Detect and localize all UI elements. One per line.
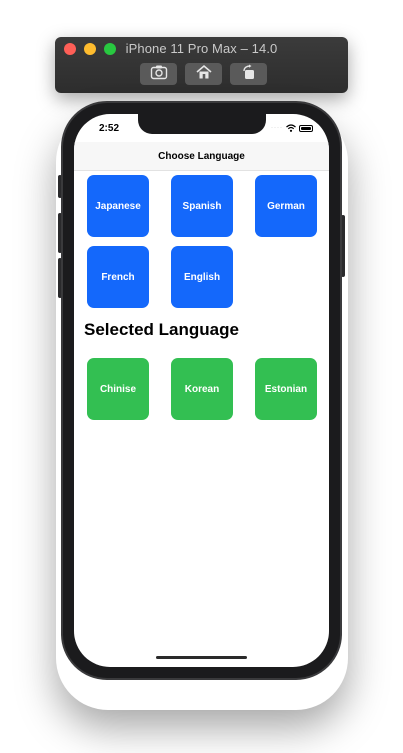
battery-icon xyxy=(299,124,313,132)
nav-title: Choose Language xyxy=(158,150,245,162)
notch xyxy=(138,114,266,134)
phone-screen: 2:52 ···· Choose Language Japanese Spani… xyxy=(74,114,329,667)
simulator-window-bar: iPhone 11 Pro Max – 14.0 xyxy=(55,37,348,93)
status-time: 2:52 xyxy=(99,123,120,134)
navigation-bar: Choose Language xyxy=(74,142,329,171)
status-icons: ···· xyxy=(271,124,313,132)
zoom-window-button[interactable] xyxy=(104,43,116,55)
mute-switch xyxy=(58,175,62,198)
volume-up-button xyxy=(58,213,62,253)
close-window-button[interactable] xyxy=(64,43,76,55)
home-indicator[interactable] xyxy=(156,656,247,659)
screenshot-button[interactable] xyxy=(140,63,177,85)
minimize-window-button[interactable] xyxy=(84,43,96,55)
rotate-icon xyxy=(240,64,258,85)
home-button[interactable] xyxy=(185,63,222,85)
volume-down-button xyxy=(58,258,62,298)
selected-tile-chinise[interactable]: Chinise xyxy=(87,358,149,420)
simulator-title: iPhone 11 Pro Max – 14.0 xyxy=(125,41,278,56)
rotate-button[interactable] xyxy=(230,63,267,85)
language-tile-english[interactable]: English xyxy=(171,246,233,308)
cellular-dots-icon: ···· xyxy=(271,125,283,131)
language-tile-japanese[interactable]: Japanese xyxy=(87,175,149,237)
language-tile-french[interactable]: French xyxy=(87,246,149,308)
selected-tile-estonian[interactable]: Estonian xyxy=(255,358,317,420)
wifi-icon xyxy=(286,124,296,132)
home-icon xyxy=(195,64,213,85)
selected-language-heading: Selected Language xyxy=(84,320,239,339)
power-button xyxy=(341,215,345,277)
language-tile-spanish[interactable]: Spanish xyxy=(171,175,233,237)
language-tile-german[interactable]: German xyxy=(255,175,317,237)
screenshot-icon xyxy=(150,64,168,85)
selected-tile-korean[interactable]: Korean xyxy=(171,358,233,420)
